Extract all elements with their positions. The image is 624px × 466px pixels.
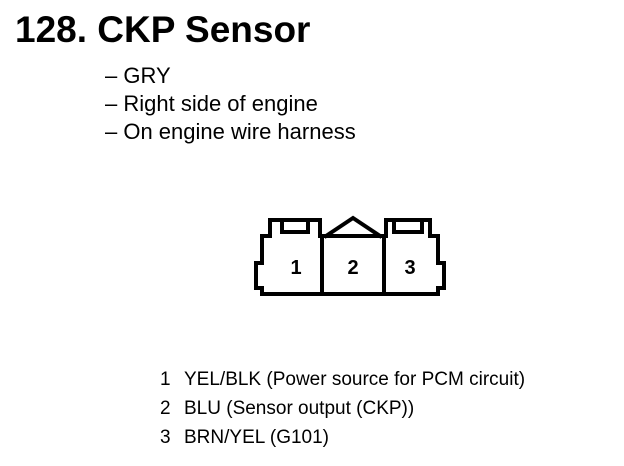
center-key [323, 215, 383, 239]
left-locking-tab [280, 218, 310, 234]
pin-row: 1 YEL/BLK (Power source for PCM circuit) [160, 365, 525, 394]
pin-number: 1 [160, 369, 171, 390]
pin-label-3: 3 [404, 257, 415, 279]
page-title: 128. CKP Sensor [15, 9, 311, 50]
pin-row: 3 BRN/YEL (G101) [160, 423, 525, 452]
pin-label-2: 2 [347, 257, 358, 279]
pin-label-1: 1 [290, 257, 301, 279]
note-color: – GRY [105, 63, 171, 88]
sensor-notes: – GRY – Right side of engine – On engine… [105, 62, 356, 146]
note-mounting: – On engine wire harness [105, 119, 356, 144]
note-location: – Right side of engine [105, 91, 318, 116]
pin-number: 3 [160, 427, 171, 448]
pin-description: BRN/YEL (G101) [184, 427, 330, 448]
pin-description: BLU (Sensor output (CKP)) [184, 398, 415, 419]
right-locking-tab [392, 218, 424, 234]
connector-diagram: 1 2 3 [254, 215, 446, 296]
pin-row: 2 BLU (Sensor output (CKP)) [160, 394, 525, 423]
pin-description: YEL/BLK (Power source for PCM circuit) [184, 369, 526, 390]
connector-housing [254, 218, 446, 296]
pin-number: 2 [160, 398, 171, 419]
